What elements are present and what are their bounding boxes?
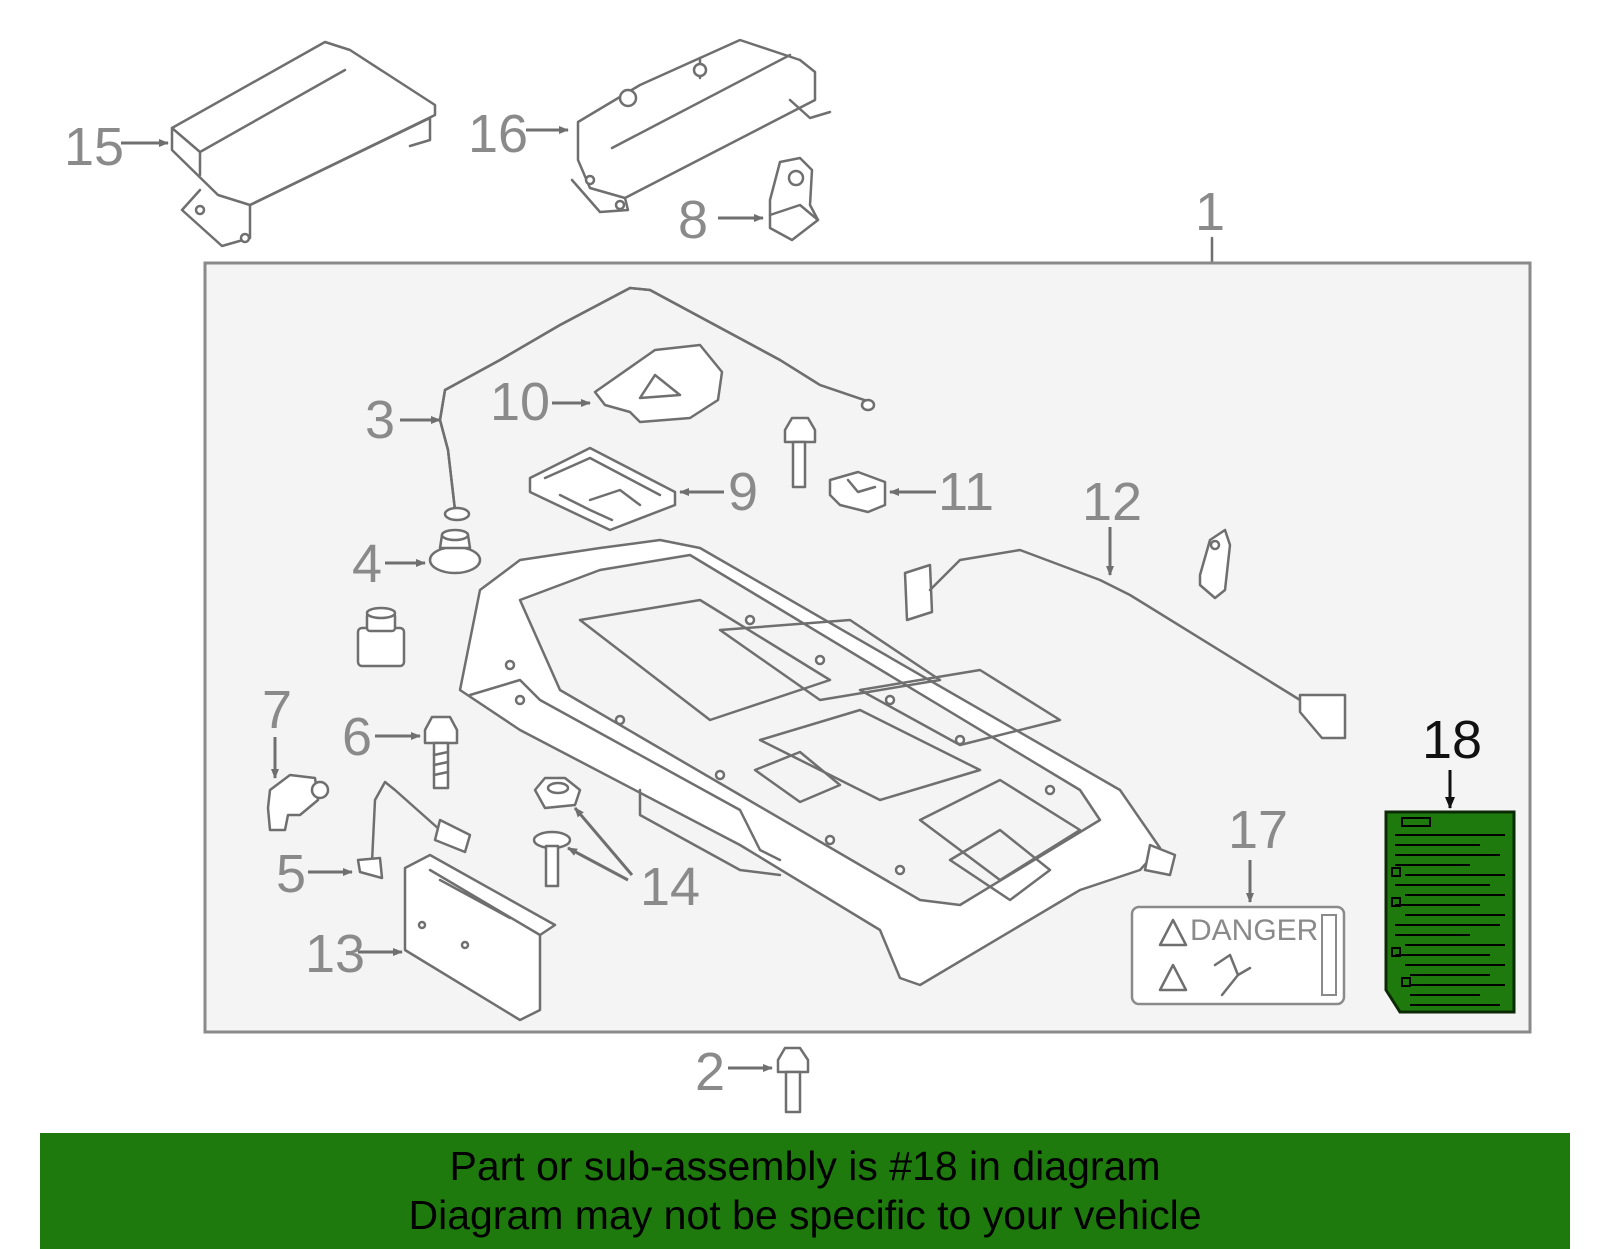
callout-3: 3 xyxy=(365,390,395,450)
part-17-danger-label[interactable] xyxy=(1130,905,1346,1006)
part-12-harness[interactable] xyxy=(903,548,1347,740)
banner-line-1: Part or sub-assembly is #18 in diagram xyxy=(449,1143,1161,1189)
danger-label-text: DANGER xyxy=(1190,914,1318,947)
callout-15: 15 xyxy=(64,117,124,177)
callout-9: 9 xyxy=(728,462,758,522)
part-6-bolt[interactable] xyxy=(423,715,459,790)
part-9-bracket-tray[interactable] xyxy=(528,446,677,532)
callout-14-leader-b xyxy=(567,846,629,882)
callout-14: 14 xyxy=(640,857,700,917)
callout-16: 16 xyxy=(468,104,528,164)
info-banner: Part or sub-assembly is #18 in diagram D… xyxy=(40,1133,1570,1249)
part-15-cover[interactable] xyxy=(170,40,437,248)
bolt-upper[interactable] xyxy=(783,416,817,489)
part-11-clip[interactable] xyxy=(828,470,887,514)
callout-8: 8 xyxy=(678,190,708,250)
callout-17: 17 xyxy=(1228,800,1288,860)
callout-11: 11 xyxy=(938,462,994,522)
callout-2: 2 xyxy=(695,1042,725,1102)
callout-4: 4 xyxy=(352,534,382,594)
part-10-cover-plate[interactable] xyxy=(593,343,724,424)
callout-1: 1 xyxy=(1195,182,1225,242)
callout-13: 13 xyxy=(305,924,365,984)
part-16-cover[interactable] xyxy=(570,38,832,214)
banner-line-2: Diagram may not be specific to your vehi… xyxy=(408,1192,1202,1238)
part-5-cable-sensor[interactable] xyxy=(356,780,472,880)
part-3-vent-hose[interactable] xyxy=(438,286,876,522)
callout-10: 10 xyxy=(490,372,550,432)
callout-12: 12 xyxy=(1082,472,1142,532)
part-7-sensor[interactable] xyxy=(266,773,330,832)
callout-14-leader-a xyxy=(573,807,634,876)
part-14-fasteners[interactable] xyxy=(532,776,582,888)
callout-6: 6 xyxy=(342,707,372,767)
part-13-module[interactable] xyxy=(403,853,557,1022)
part-2-bolt[interactable] xyxy=(776,1046,810,1114)
callout-5: 5 xyxy=(276,844,306,904)
part-4-grommet[interactable] xyxy=(428,528,482,575)
battery-tray[interactable] xyxy=(458,538,1177,987)
small-bracket[interactable] xyxy=(1198,528,1232,600)
spacer[interactable] xyxy=(356,606,406,668)
part-18-label-highlighted[interactable] xyxy=(1384,810,1516,1014)
callout-18: 18 xyxy=(1422,710,1482,770)
callout-7: 7 xyxy=(262,680,292,740)
part-8-bracket[interactable] xyxy=(768,156,820,242)
